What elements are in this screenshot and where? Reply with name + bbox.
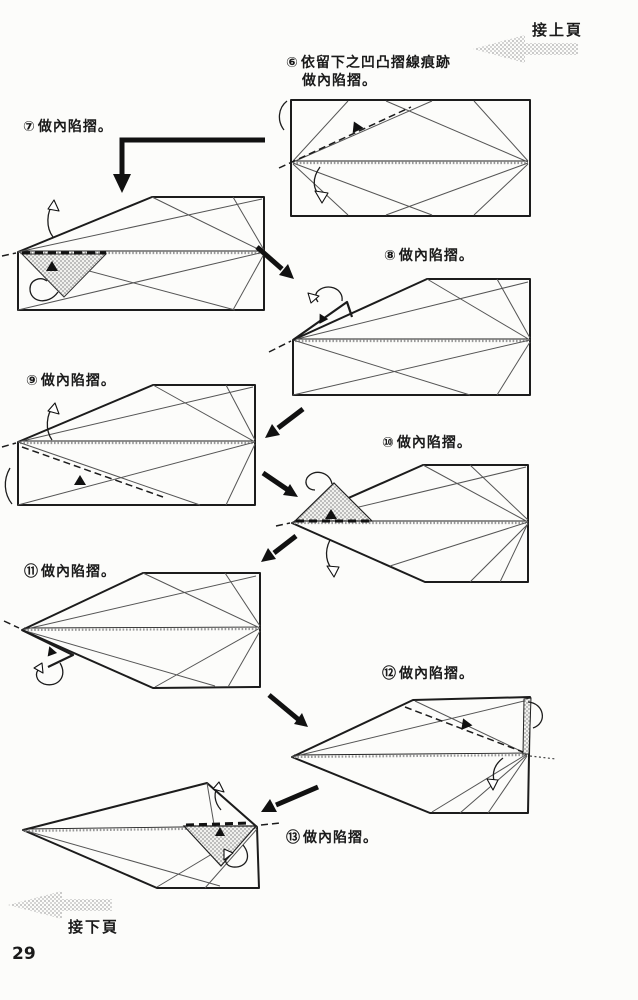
- mountain-fold-marker: [47, 646, 58, 657]
- step12-diagram: [291, 696, 557, 814]
- step10-diagram: [275, 464, 529, 583]
- step9-diagram: [1, 384, 256, 506]
- step10-number: ⑩: [382, 434, 395, 450]
- mountain-fold-marker: [74, 475, 86, 485]
- step8-diagram: [268, 278, 531, 396]
- open-arrowhead-icon: [212, 781, 225, 793]
- fold-line-dashed: [278, 106, 412, 169]
- step7-pointer-arrow: [113, 137, 265, 193]
- step6-number: ⑥: [286, 54, 299, 70]
- nav-prev-halftone-arrow-icon: [473, 35, 578, 63]
- shaded-flap: [293, 482, 374, 522]
- nav-next-halftone-arrow-icon: [8, 891, 112, 919]
- step-transition-arrow-8-9: [265, 407, 305, 438]
- step7-number: ⑦: [23, 118, 36, 134]
- wrap-around-arrow: [35, 662, 64, 686]
- shaded-flap: [182, 825, 258, 867]
- mountain-fold-marker: [215, 827, 225, 836]
- shaded-flap: [20, 253, 108, 298]
- wrap-around-arrow: [224, 844, 249, 868]
- mountain-fold-marker: [319, 313, 329, 324]
- step13-number: ⑬: [286, 829, 301, 845]
- step-transition-arrow-11-12: [267, 693, 308, 727]
- step6-diagram: [278, 99, 531, 217]
- open-arrowhead-icon: [307, 292, 320, 304]
- turn-arc: [278, 100, 288, 131]
- wrap-around-arrow: [314, 286, 343, 303]
- open-arrowhead-icon: [33, 662, 44, 674]
- step11-diagram: [3, 572, 261, 689]
- step12-number: ⑫: [382, 665, 397, 681]
- step11-number: ⑪: [24, 563, 39, 579]
- fold-line-dashed: [404, 706, 524, 753]
- step-transition-arrow-7-8: [255, 245, 294, 279]
- open-arrowhead-icon: [314, 190, 329, 204]
- open-arrowhead-icon: [326, 565, 340, 578]
- mountain-fold-marker: [46, 261, 58, 271]
- wrap-around-arrow: [29, 278, 59, 302]
- shaded-strip: [522, 697, 532, 755]
- step9-number: ⑨: [26, 372, 39, 388]
- fold-line-dashed: [185, 821, 251, 827]
- small-flap: [292, 300, 354, 341]
- step-transition-arrow-9-10: [261, 470, 298, 497]
- page-number: 29: [12, 944, 36, 964]
- step7-diagram: [1, 196, 265, 311]
- step8-number: ⑧: [384, 247, 397, 263]
- fold-line-dashed: [21, 446, 164, 498]
- open-arrowhead-icon: [223, 848, 234, 861]
- turn-arc: [4, 467, 13, 505]
- fold-direction-arrow: [492, 757, 504, 782]
- step13-diagram: [22, 781, 281, 889]
- small-flap: [21, 629, 75, 668]
- step-transition-arrow-10-11: [261, 534, 298, 562]
- open-arrowhead-icon: [47, 402, 60, 415]
- open-arrowhead-icon: [486, 778, 499, 791]
- nav-next-label: 接下頁: [68, 919, 120, 936]
- mountain-fold-marker: [325, 509, 337, 519]
- nav-prev-label: 接上頁: [532, 22, 584, 39]
- open-arrowhead-icon: [47, 199, 60, 212]
- step-transition-arrow-12-13: [261, 784, 319, 812]
- wrap-around-arrow: [305, 471, 333, 491]
- mountain-fold-marker: [352, 121, 364, 134]
- mountain-fold-marker: [461, 718, 473, 730]
- wrap-around-arrow: [527, 701, 543, 729]
